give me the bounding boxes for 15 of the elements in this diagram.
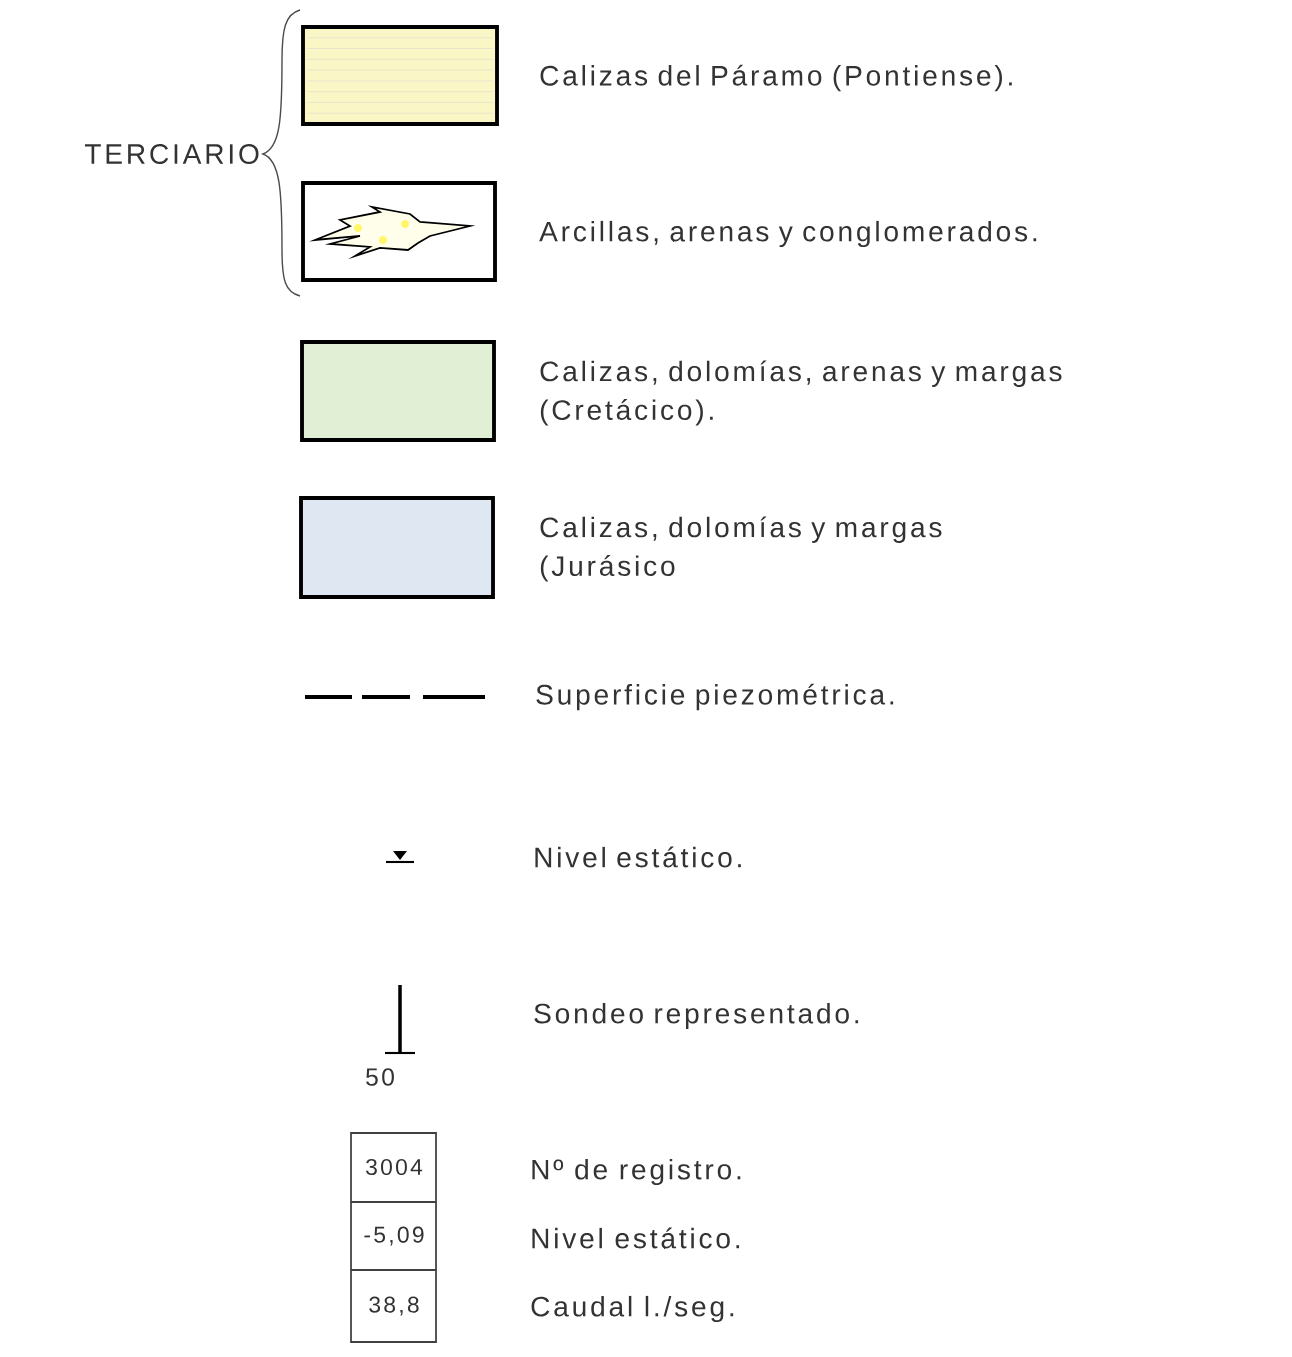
legend-text: Calizas, dolomías y margas (Jurásico: [540, 516, 942, 582]
legend-text: Arcillas, arenas y conglomerados.: [539, 220, 1037, 248]
row-label: Caudal l./seg.: [531, 1295, 734, 1323]
legend-text: Nivel estático.: [535, 846, 741, 868]
table-cell: -5,09: [364, 1226, 424, 1246]
row-label: Nº de registro.: [532, 1158, 741, 1186]
legend-text: Superficie piezométrica.: [536, 683, 894, 711]
depth-label: 50: [366, 1068, 394, 1086]
table-cell: 38,8: [369, 1296, 419, 1316]
legend-text: Calizas, dolomías, arenas y margas (Cretácico).: [540, 360, 1062, 426]
table-cell: 3004: [366, 1158, 423, 1176]
legend-text: Sondeo representado.: [534, 1002, 859, 1030]
bracket-label: TERCIARIO: [84, 144, 259, 164]
legend-text: Calizas del Páramo (Pontiense).: [540, 64, 1012, 92]
row-label: Nivel estático.: [532, 1227, 740, 1249]
